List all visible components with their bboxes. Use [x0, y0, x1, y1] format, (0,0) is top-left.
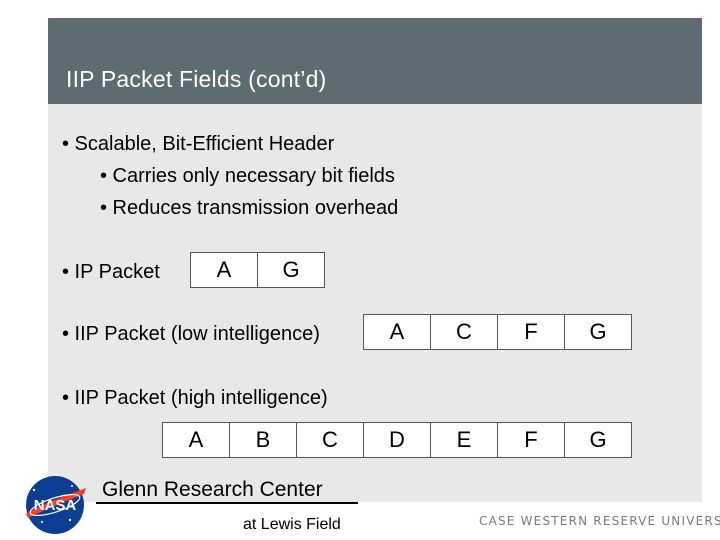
- sub-bullet-necessary-fields: • Carries only necessary bit fields: [100, 165, 395, 187]
- footer-divider: [96, 502, 358, 504]
- lewis-field-label: at Lewis Field: [243, 516, 341, 533]
- nasa-logo-icon: NASA: [26, 476, 86, 534]
- iip-high-field-d: D: [363, 422, 431, 458]
- iip-high-field-a: A: [162, 422, 230, 458]
- bullet-scalable-header: • Scalable, Bit-Efficient Header: [62, 133, 335, 155]
- iip-high-field-c: C: [296, 422, 364, 458]
- ip-field-g: G: [257, 252, 325, 288]
- iip-high-field-b: B: [229, 422, 297, 458]
- iip-low-field-g: G: [564, 314, 632, 350]
- left-margin: [0, 0, 48, 540]
- glenn-research-center-label: Glenn Research Center: [102, 478, 323, 501]
- iip-high-label: • IIP Packet (high intelligence): [62, 387, 328, 409]
- iip-low-label: • IIP Packet (low intelligence): [62, 323, 320, 345]
- ip-field-a: A: [190, 252, 258, 288]
- iip-low-field-c: C: [430, 314, 498, 350]
- nasa-logo-text: NASA: [34, 497, 77, 514]
- ip-packet-label: • IP Packet: [62, 261, 160, 283]
- iip-high-field-f: F: [497, 422, 565, 458]
- title-bar: IIP Packet Fields (cont’d): [48, 18, 702, 104]
- university-label: CASE WESTERN RESERVE UNIVERSITY: [479, 514, 720, 528]
- iip-high-field-e: E: [430, 422, 498, 458]
- slide-title: IIP Packet Fields (cont’d): [66, 66, 327, 92]
- iip-low-field-a: A: [363, 314, 431, 350]
- iip-high-field-g: G: [564, 422, 632, 458]
- iip-low-field-f: F: [497, 314, 565, 350]
- sub-bullet-transmission-overhead: • Reduces transmission overhead: [100, 197, 399, 219]
